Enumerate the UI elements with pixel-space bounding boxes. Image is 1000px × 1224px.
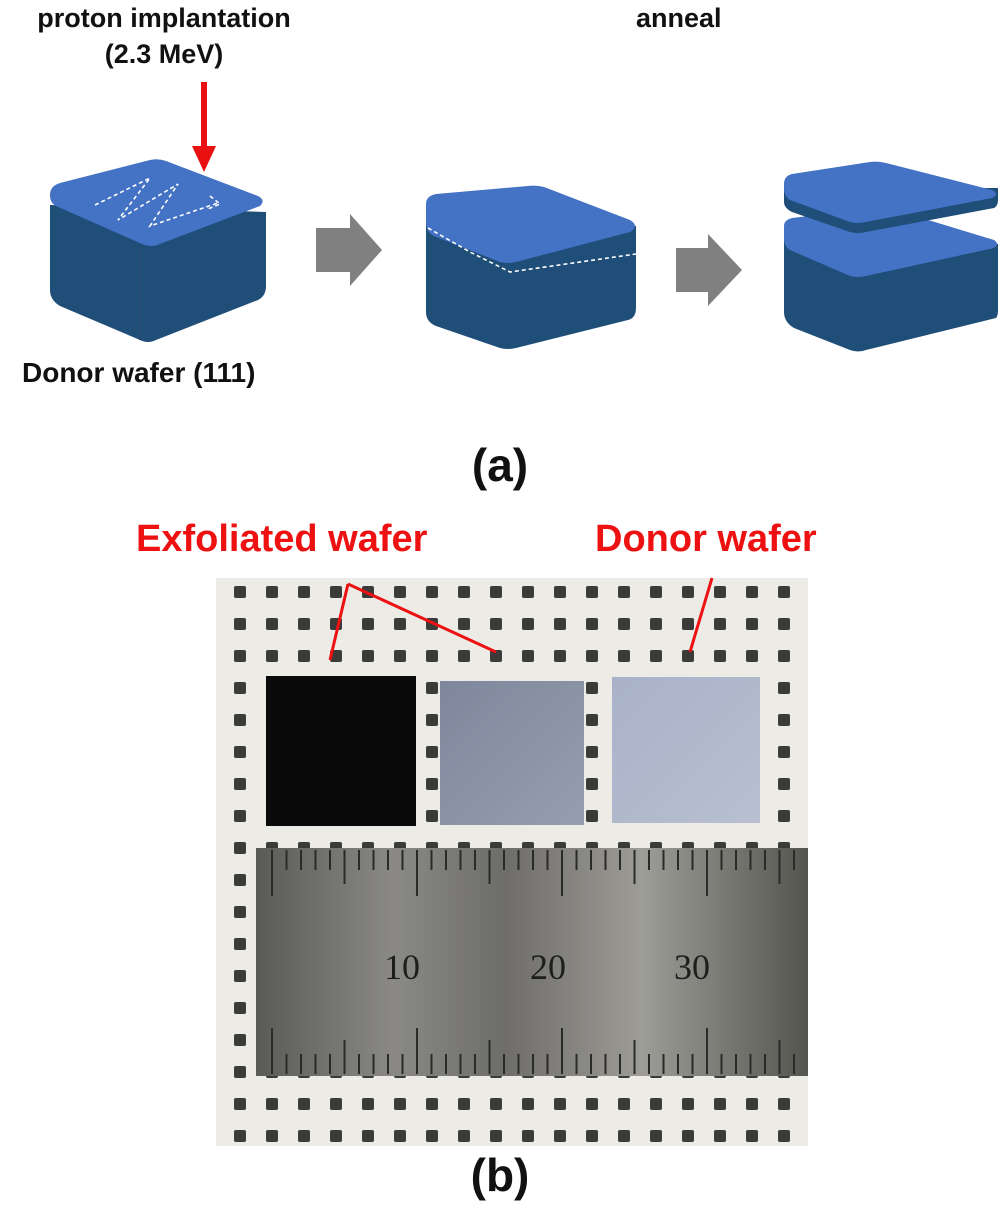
pointer-lines bbox=[328, 577, 714, 661]
panel-a-caption: (a) bbox=[471, 439, 529, 491]
proton-implantation-line1: proton implantation bbox=[37, 3, 291, 33]
exfoliated-wafer-gray bbox=[440, 681, 584, 825]
donor-wafer-block bbox=[50, 159, 266, 342]
process-diagram bbox=[50, 82, 998, 352]
ruler-label-30: 30 bbox=[674, 947, 710, 987]
exfoliated-wafer-stack bbox=[784, 161, 998, 352]
ruler-label-10: 10 bbox=[384, 947, 420, 987]
implant-depth-line bbox=[427, 227, 637, 273]
process-arrow-1 bbox=[316, 214, 382, 286]
proton-implantation-label: proton implantation (2.3 MeV) bbox=[0, 0, 328, 72]
donor-wafer-label: Donor wafer (111) bbox=[22, 357, 256, 388]
anneal-label: anneal bbox=[636, 3, 722, 33]
exfoliated-wafer-black bbox=[266, 676, 416, 826]
ruler-label-20: 20 bbox=[530, 947, 566, 987]
exfoliated-wafer-label: Exfoliated wafer bbox=[136, 518, 428, 560]
implanted-wafer-block bbox=[426, 185, 637, 349]
implantation-arrow bbox=[192, 82, 216, 172]
donor-wafer-photo-label: Donor wafer bbox=[595, 518, 817, 560]
process-arrow-2 bbox=[676, 234, 742, 306]
panel-b-caption: (b) bbox=[470, 1149, 530, 1201]
donor-wafer-photo bbox=[612, 677, 760, 823]
scan-path-dashes bbox=[94, 177, 222, 228]
proton-energy-line2: (2.3 MeV) bbox=[104, 39, 224, 69]
grid-background bbox=[216, 578, 808, 1146]
